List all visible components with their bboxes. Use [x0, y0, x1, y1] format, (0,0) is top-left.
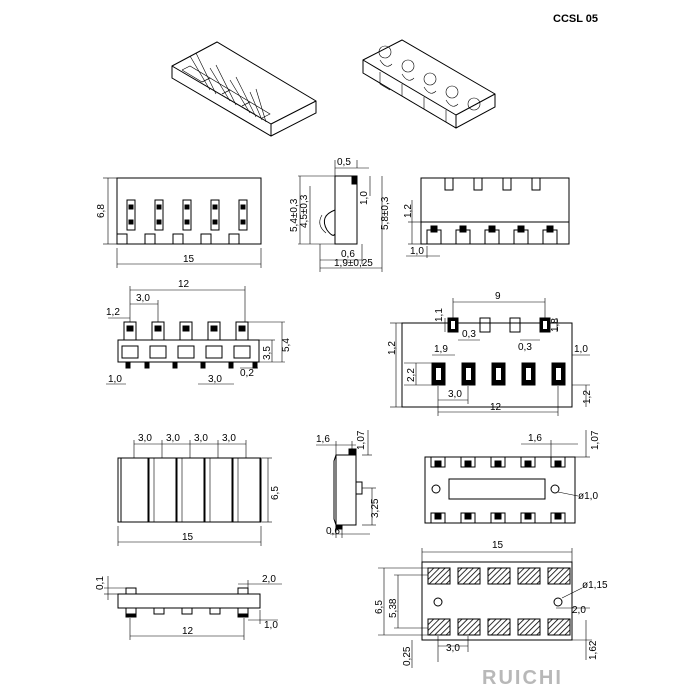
ls-d-label: 12 — [182, 626, 194, 637]
iso-view-top — [171, 41, 317, 137]
pins-top-label: 12 — [178, 279, 190, 290]
side-f-label: 1,9±0,25 — [334, 258, 373, 269]
fp-g-label: 1,0 — [574, 344, 588, 355]
pad-b-label: 5,38 — [388, 598, 399, 618]
side-d-label: 5,8±0,3 — [380, 196, 391, 230]
pad-top-label: 15 — [492, 540, 504, 551]
sv2-b-label: 1,07 — [356, 430, 367, 450]
back-view: 1,2 1,0 — [403, 177, 570, 258]
pad-e-label: 3,0 — [446, 643, 460, 654]
pad-f-label: 1,62 — [588, 640, 599, 660]
footprint-view: 9 1,1 1,8 0,3 0,3 1,9 1,2 1,0 2,2 3,0 12… — [387, 291, 593, 416]
ls-b-label: 2,0 — [262, 574, 276, 585]
tv-height-label: 6,5 — [270, 486, 281, 500]
tv-p4-label: 3,0 — [222, 433, 236, 444]
bv-hole-label: ø1,0 — [578, 491, 598, 502]
tv-p2-label: 3,0 — [166, 433, 180, 444]
fp-a-label: 1,1 — [434, 308, 445, 322]
fp-e-label: 1,9 — [434, 344, 448, 355]
side-top-label: 0,5 — [337, 157, 351, 168]
side-e-label: 0,6 — [341, 249, 355, 260]
pad-a-label: 6,5 — [374, 600, 385, 614]
fp-top-label: 9 — [495, 291, 501, 302]
low-side-view: 0,1 2,0 1,0 12 — [95, 574, 282, 640]
front-width-label: 15 — [183, 254, 195, 265]
pins-c-label: 3,5 — [262, 346, 273, 360]
bottom-view: 1,6 1,07 ø1,0 — [424, 430, 601, 524]
iso-view-open — [362, 39, 496, 129]
side-view-2: 1,6 1,07 3,25 0,6 — [316, 430, 381, 538]
model-label: CCSL 05 — [553, 13, 598, 25]
bv-a-label: 1,6 — [528, 433, 542, 444]
pins-a-label: 1,2 — [106, 307, 120, 318]
back-w-label: 1,0 — [410, 246, 424, 257]
side-b-label: 4,5±0,3 — [299, 194, 310, 228]
back-h-label: 1,2 — [403, 204, 414, 218]
fp-f-label: 1,2 — [387, 341, 398, 355]
pins-b-label: 5,4 — [281, 338, 292, 352]
pad-view: 15 ø1,15 6,5 5,38 2,0 0,25 3,0 1,62 — [374, 540, 608, 668]
pins-d-label: 0,2 — [240, 368, 254, 379]
pad-c-label: 2,0 — [572, 605, 586, 616]
pin-view: 12 3,0 1,2 5,4 3,5 0,2 1,0 3,0 — [106, 279, 292, 385]
tv-width-label: 15 — [182, 532, 194, 543]
sv2-a-label: 1,6 — [316, 434, 330, 445]
front-height-label: 6,8 — [96, 204, 107, 218]
fp-i-label: 3,0 — [448, 389, 462, 400]
side-view: 0,5 5,4±0,3 4,5±0,3 1,0 5,8±0,3 0,6 1,9±… — [289, 157, 391, 272]
side-c-label: 1,0 — [359, 191, 370, 205]
fp-c-label: 0,3 — [462, 329, 476, 340]
sv2-d-label: 0,6 — [326, 526, 340, 537]
bv-b-label: 1,07 — [590, 430, 601, 450]
sv2-c-label: 3,25 — [370, 498, 381, 518]
tv-p1-label: 3,0 — [138, 433, 152, 444]
pins-e-label: 1,0 — [108, 374, 122, 385]
ls-a-label: 0,1 — [95, 576, 106, 590]
pins-f-label: 3,0 — [208, 374, 222, 385]
top-view: 3,0 3,0 3,0 3,0 6,5 15 — [117, 433, 281, 546]
brand-logo: RUICHI — [482, 667, 563, 689]
fp-h-label: 2,2 — [406, 368, 417, 382]
fp-k-label: 1,2 — [582, 390, 593, 404]
pad-hole-label: ø1,15 — [582, 580, 608, 591]
fp-j-label: 12 — [490, 402, 502, 413]
fp-b-label: 1,8 — [550, 318, 561, 332]
pins-pitch-label: 3,0 — [136, 293, 150, 304]
side-a-label: 5,4±0,3 — [289, 198, 300, 232]
fp-d-label: 0,3 — [518, 342, 532, 353]
front-view: 6,8 15 — [96, 177, 262, 268]
tv-p3-label: 3,0 — [194, 433, 208, 444]
pad-d-label: 0,25 — [402, 646, 413, 666]
ls-c-label: 1,0 — [264, 620, 278, 631]
